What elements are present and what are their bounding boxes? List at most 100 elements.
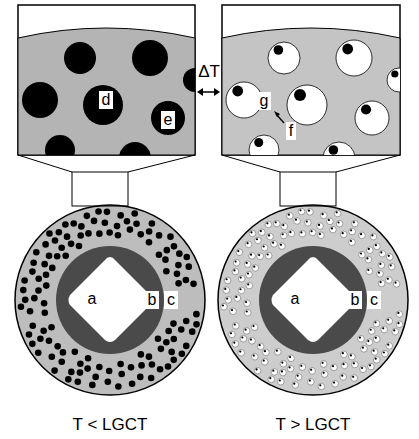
matrix-region [18,28,195,155]
particle-dot [51,367,58,374]
particle-dot [60,349,67,356]
particle-dot [155,335,162,342]
particle-dot [22,297,29,304]
pore-dot [368,328,375,335]
particle-dot [137,374,144,381]
particle-dot [332,365,334,367]
particle-dot [373,350,375,352]
particle-dot [352,376,354,378]
particle-dot [375,244,377,246]
particle-dot [361,367,363,369]
particle-dot [239,288,241,290]
particle-dot [245,329,247,331]
pore-dot [381,326,388,333]
particle-dot [309,379,311,381]
pore-dot [318,383,325,390]
pore-dot [244,261,251,268]
particle-dot [256,238,258,240]
particle-dot [246,310,248,312]
particle-dot [368,248,370,250]
particle-dot [77,232,84,239]
part-label: e [161,111,176,129]
particle-dot [171,243,178,250]
pore-dot [254,367,261,374]
pore-dot [263,349,270,356]
particle-dot [279,379,281,381]
particle-dot [68,241,75,248]
particle-dot [350,240,352,242]
pore-dot [359,232,366,239]
particle-dot [35,287,42,294]
collapsed-particle [132,40,168,76]
particle-dot [20,287,27,294]
pore-dot [309,368,316,375]
particle-dot [311,230,313,232]
particle-dot [252,325,254,327]
particle-dot [336,211,338,213]
pore-dot [386,277,393,284]
pore-dot [341,362,348,369]
particle-dot [388,255,390,257]
pore-dot [378,280,385,287]
pore-dot [365,256,372,263]
pore-dot [249,230,256,237]
particle-dot [29,268,36,275]
particle-dot [138,351,145,358]
particle-dot [230,332,232,334]
particle-dot [149,361,156,368]
particle-dot [342,352,344,354]
particle-dot [275,221,277,223]
particle-dot [318,224,320,226]
particle-dot [89,382,96,389]
dark-band [259,246,367,354]
collapsed-particle [83,85,123,125]
part-label: b [145,291,160,309]
particle-dot [360,252,362,254]
particle-dot [269,377,271,379]
particle-dot [297,375,299,377]
inset-frame [222,5,400,155]
particle-dot [367,269,369,271]
particle-dot [253,354,255,356]
particle-dot [331,227,333,229]
pore-dot [249,337,256,344]
particle-dot [247,283,249,285]
part-label: c [164,291,178,309]
pore-dot [332,380,339,387]
particle-dot [263,245,265,247]
swollen-pore [355,101,389,135]
pore-dot [318,232,325,239]
pore-dot [349,239,356,246]
pore-dot [288,355,295,362]
particle-dot [156,251,163,258]
particle-dot [168,349,175,356]
pore-dot [246,271,253,278]
pore-dot [271,369,278,376]
pore-dot [366,339,373,346]
particle-dot [282,224,284,226]
pore-dot [379,250,386,257]
pore-dot [305,219,312,226]
particle-dot [379,281,381,283]
particle-dot [397,312,399,314]
particle-dot [178,326,185,333]
arrowhead [274,111,280,117]
particle-dot [183,318,190,325]
pore-dot [273,220,280,227]
particle-dot [77,360,84,367]
particle-dot [118,371,125,378]
particle-dot [272,242,274,244]
particle-dot [26,331,33,338]
pore-dot [257,343,264,350]
particle-dot [288,214,290,216]
particle-dot [127,226,134,233]
particle-dot [164,247,171,254]
particle-dot [167,233,174,240]
particle-dot [70,220,77,227]
pore-dot [317,223,324,230]
part-label: a [291,290,300,308]
pore-dot [320,361,327,368]
pore-dot [321,371,328,378]
particle-dot [115,383,122,390]
particle-dot [263,359,265,361]
